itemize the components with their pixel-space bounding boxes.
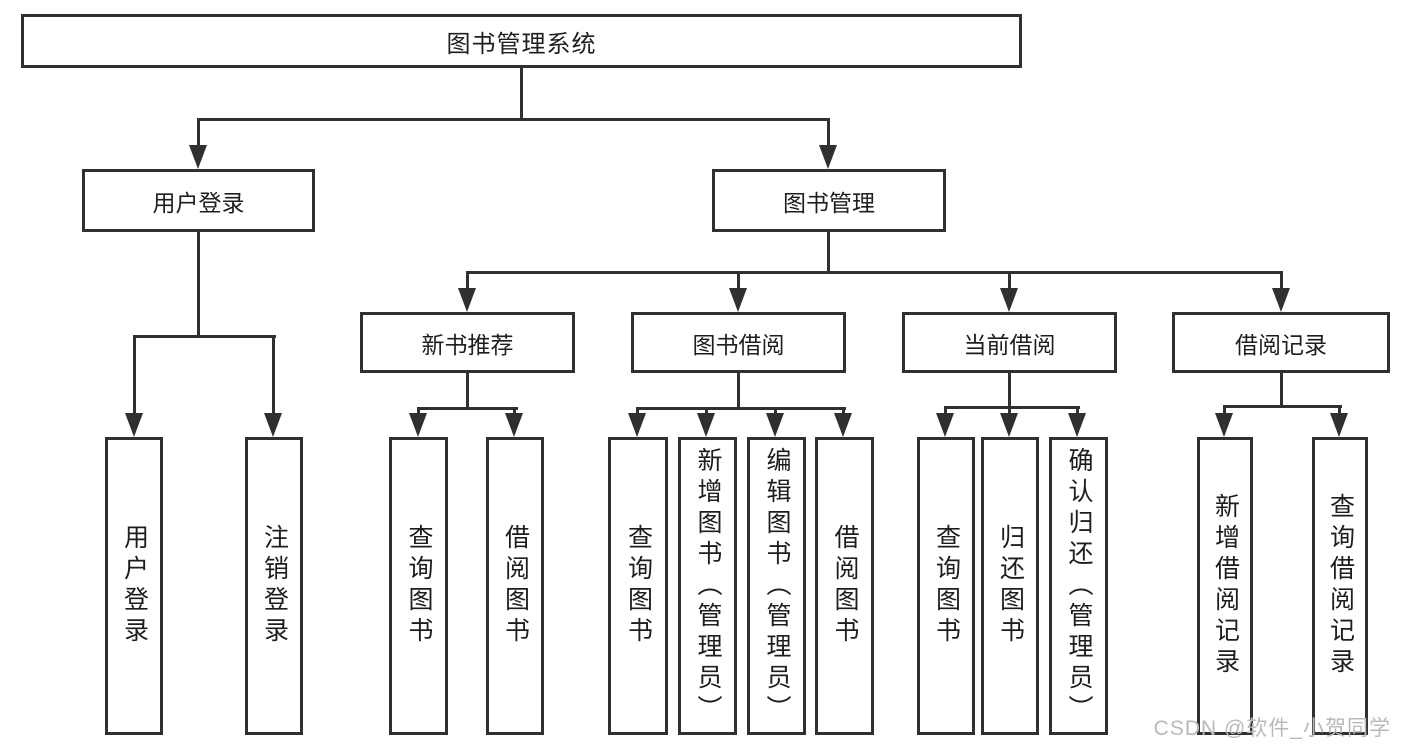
connector-line	[133, 335, 276, 338]
leaf-records-add-record: 新增借阅记录	[1197, 437, 1253, 735]
arrowhead-icon	[458, 288, 476, 312]
connector-line	[827, 232, 830, 273]
arrowhead-icon	[819, 145, 837, 169]
connector-line	[1338, 406, 1341, 416]
connector-line	[466, 373, 469, 409]
arrowhead-icon	[834, 413, 852, 437]
leaf-current-query-book: 查询图书	[917, 437, 975, 735]
leaf-current-return-book: 归还图书	[981, 437, 1039, 735]
connector-line	[417, 407, 518, 410]
arrowhead-icon	[628, 413, 646, 437]
leaf-newbook-borrow-book: 借阅图书	[486, 437, 544, 735]
connector-line	[737, 272, 740, 292]
connector-line	[737, 373, 740, 409]
leaf-current-confirm-return-admin: 确认归还（管理员）	[1049, 437, 1108, 735]
leaf-borrowing-edit-book-admin: 编辑图书（管理员）	[747, 437, 806, 735]
leaf-label: 新增图书（管理员）	[694, 446, 722, 726]
connector-line	[944, 406, 1080, 409]
node-label: 图书借阅	[692, 331, 785, 358]
node-current-borrowing: 当前借阅	[902, 312, 1117, 373]
connector-line	[520, 68, 523, 120]
arrowhead-icon	[1330, 413, 1348, 437]
connector-line	[944, 407, 947, 417]
leaf-borrowing-query-book: 查询图书	[608, 437, 668, 735]
arrowhead-icon	[1000, 288, 1018, 312]
arrowhead-icon	[766, 413, 784, 437]
arrowhead-icon	[1272, 288, 1290, 312]
connector-line	[466, 271, 1283, 274]
node-label: 图书管理	[783, 189, 875, 216]
leaf-newbook-query-book: 查询图书	[389, 437, 448, 735]
arrowhead-icon	[1000, 413, 1018, 437]
node-book-management: 图书管理	[712, 169, 946, 232]
connector-line	[1008, 407, 1011, 417]
csdn-watermark: CSDN @软件_小贺同学	[1153, 717, 1391, 740]
leaf-borrowing-borrow-book: 借阅图书	[815, 437, 874, 735]
connector-line	[1076, 407, 1079, 417]
node-label: 当前借阅	[963, 331, 1056, 358]
node-label: 用户登录	[152, 189, 245, 216]
leaf-label: 确认归还（管理员）	[1065, 446, 1093, 726]
connector-line	[1223, 406, 1226, 416]
node-book-borrowing: 图书借阅	[631, 312, 846, 373]
node-system-root: 图书管理系统	[21, 14, 1022, 68]
node-label: 借阅记录	[1235, 331, 1327, 358]
node-label: 新书推荐	[421, 331, 514, 358]
arrowhead-icon	[264, 413, 282, 437]
leaf-label: 查询图书	[932, 524, 961, 648]
leaf-label: 查询图书	[405, 524, 433, 648]
arrowhead-icon	[189, 145, 207, 169]
leaf-label: 用户登录	[120, 524, 149, 648]
connector-line	[1280, 373, 1283, 407]
connector-line	[827, 119, 830, 149]
leaf-user-login: 用户登录	[105, 437, 163, 735]
arrowhead-icon	[505, 413, 523, 437]
node-borrowing-records: 借阅记录	[1172, 312, 1390, 373]
node-label: 图书管理系统	[446, 30, 597, 58]
leaf-label: 注销登录	[260, 524, 289, 648]
leaf-label: 查询图书	[624, 524, 653, 648]
arrowhead-icon	[409, 413, 427, 437]
connector-line	[197, 232, 200, 337]
arrowhead-icon	[1068, 413, 1086, 437]
connector-line	[197, 118, 830, 121]
leaf-borrowing-add-book-admin: 新增图书（管理员）	[678, 437, 737, 735]
connector-line	[1008, 272, 1011, 292]
leaf-label: 借阅图书	[831, 524, 859, 648]
connector-line	[466, 272, 469, 292]
leaf-logout-login: 注销登录	[245, 437, 303, 735]
leaf-label: 编辑图书（管理员）	[763, 446, 791, 726]
arrowhead-icon	[729, 288, 747, 312]
arrowhead-icon	[1215, 413, 1233, 437]
connector-line	[133, 336, 136, 418]
leaf-label: 借阅图书	[501, 524, 530, 648]
arrowhead-icon	[936, 413, 954, 437]
connector-line	[197, 119, 200, 149]
arrowhead-icon	[697, 413, 715, 437]
leaf-label: 新增借阅记录	[1211, 493, 1240, 679]
connector-line	[636, 407, 846, 410]
connector-line	[272, 336, 275, 418]
leaf-label: 归还图书	[996, 524, 1025, 648]
connector-line	[1280, 272, 1283, 292]
leaf-label: 查询借阅记录	[1326, 493, 1355, 679]
node-user-login: 用户登录	[82, 169, 315, 232]
connector-line	[1008, 373, 1011, 408]
leaf-records-query-record: 查询借阅记录	[1312, 437, 1368, 735]
arrowhead-icon	[125, 413, 143, 437]
connector-line	[1223, 405, 1342, 408]
node-new-book-recommendation: 新书推荐	[360, 312, 575, 373]
